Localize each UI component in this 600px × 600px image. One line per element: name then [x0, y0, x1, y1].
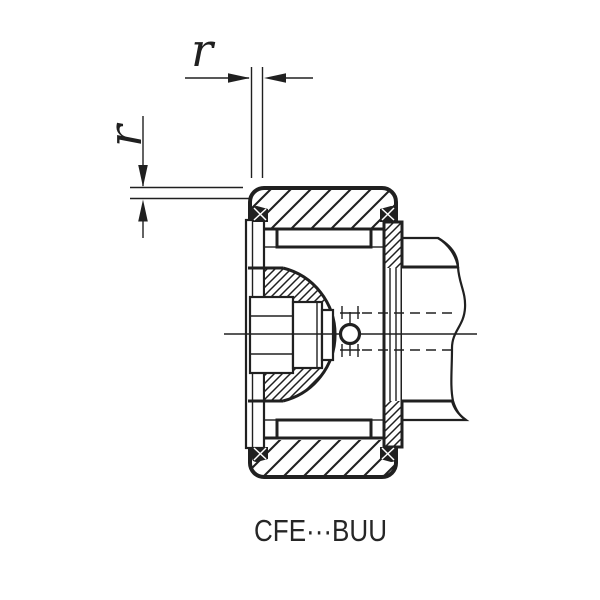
seal-top-right: [380, 206, 396, 222]
arrowhead-down-icon: [138, 165, 148, 187]
needle-rollers-top: [263, 227, 386, 249]
arrowhead-left-icon: [264, 73, 286, 83]
grease-hole-marks: [340, 306, 360, 357]
stud-shaft-and-bushing: [400, 236, 470, 422]
dimension-radius-top: r: [185, 23, 313, 178]
dimension-radius-top-label: r: [191, 23, 216, 77]
needle-roller: [275, 227, 373, 249]
seal-bottom-right: [380, 447, 396, 462]
hex-socket-head: [248, 295, 295, 375]
break-line: [437, 237, 467, 421]
grease-hole-circle: [338, 322, 362, 346]
needle-rollers-bottom: [263, 418, 386, 440]
arrowhead-right-icon: [228, 73, 250, 83]
dimension-radius-left: r: [98, 116, 251, 238]
needle-roller: [275, 418, 373, 440]
flange-hatching-bottom: [384, 401, 402, 447]
roller-end-washer: [263, 228, 278, 248]
stud-head: [248, 266, 337, 403]
flange-hatching-top: [384, 222, 402, 268]
stud-head-hatching-upper: [265, 268, 328, 302]
seals: [252, 206, 396, 462]
socket-step-small: [320, 308, 335, 362]
dimension-radius-left-label: r: [98, 122, 152, 147]
stud-head-hatching-lower: [265, 367, 328, 401]
roller-end-washer: [263, 419, 278, 439]
seal-top-left: [252, 206, 268, 222]
seal-bottom-left: [252, 447, 268, 462]
arrowhead-up-icon: [138, 199, 148, 222]
part-designation-label: CFE···BUU: [254, 513, 387, 548]
bushing-section-top: [400, 236, 460, 269]
grease-hole: [338, 306, 457, 357]
